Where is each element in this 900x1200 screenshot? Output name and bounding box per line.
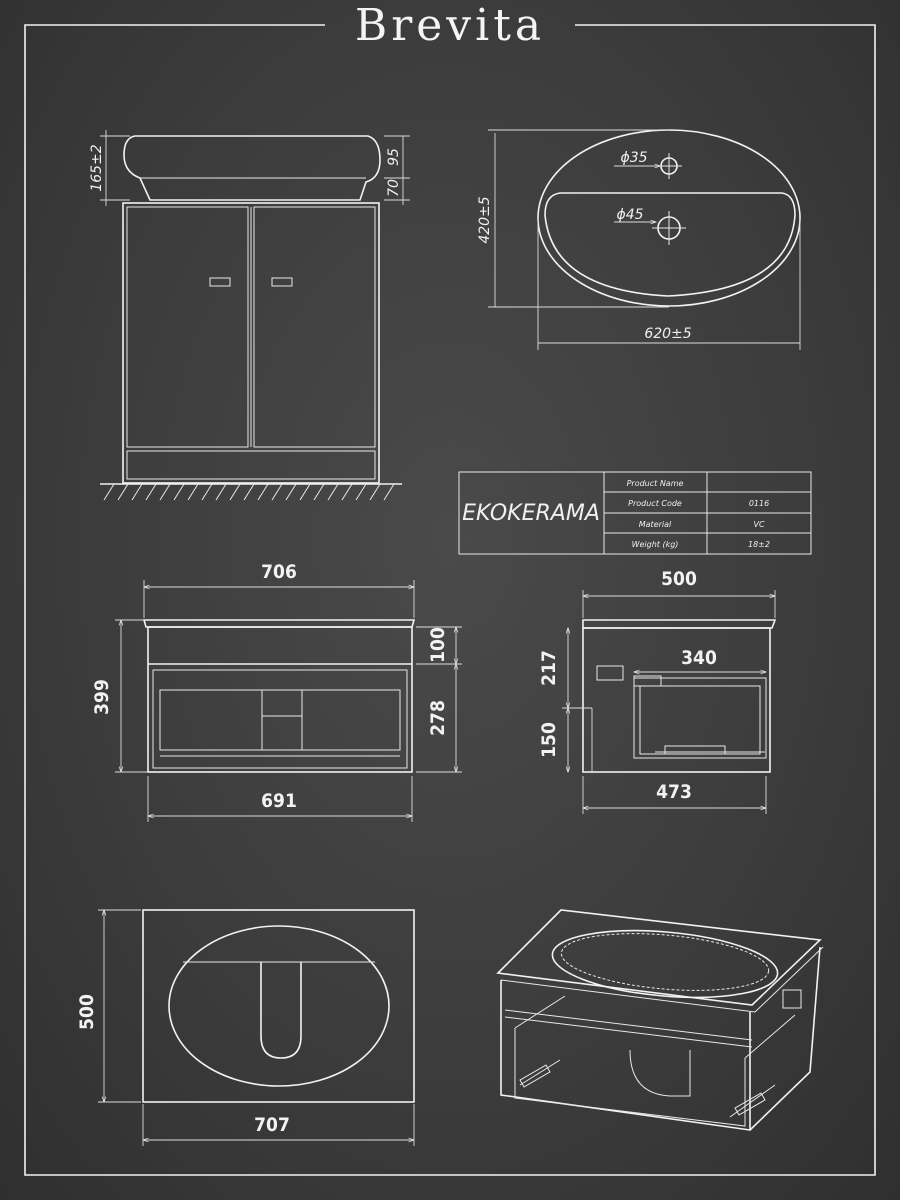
section-upper: 217: [538, 650, 560, 686]
section-width: 500: [661, 568, 697, 590]
front-top-drawer: 100: [427, 627, 449, 663]
plan-view: [98, 909, 415, 1146]
spec-table: [458, 471, 812, 555]
spec-value-weight: 18±2: [748, 540, 770, 549]
hole-small-label: ϕ35: [620, 150, 647, 166]
hole-large-label: ϕ45: [616, 207, 643, 223]
section-lower: 150: [538, 722, 560, 758]
front-bottom-width: 691: [261, 790, 297, 812]
brand-title: Brevita: [355, 0, 545, 51]
spec-label-weight: Weight (kg): [632, 540, 679, 549]
sheet-frame: [24, 24, 876, 1176]
side-bowl-label: 70: [386, 179, 402, 197]
section-inner: 340: [681, 647, 717, 669]
side-top-label: 95: [386, 148, 402, 166]
front-view: [115, 580, 462, 822]
spec-label-name: Product Name: [627, 479, 684, 488]
side-elevation-view: [100, 130, 410, 501]
side-section-view: [562, 590, 777, 814]
plan-width: 707: [254, 1114, 290, 1136]
manufacturer-name: EKOKERAMA: [462, 501, 600, 526]
front-top-width: 706: [261, 561, 297, 583]
plan-height: 500: [76, 994, 98, 1030]
section-bottom-width: 473: [656, 781, 692, 803]
side-height-label: 165±2: [89, 144, 105, 191]
isometric-view: [496, 909, 824, 1131]
spec-label-material: Material: [639, 520, 672, 529]
basin-height-label: 420±5: [477, 196, 493, 243]
front-height: 399: [91, 679, 113, 715]
spec-label-code: Product Code: [628, 499, 682, 508]
front-bottom-drawer: 278: [427, 700, 449, 736]
basin-width-label: 620±5: [644, 326, 691, 342]
spec-value-code: 0116: [749, 499, 769, 508]
basin-top-view: [488, 129, 801, 350]
spec-value-material: VC: [753, 520, 764, 529]
